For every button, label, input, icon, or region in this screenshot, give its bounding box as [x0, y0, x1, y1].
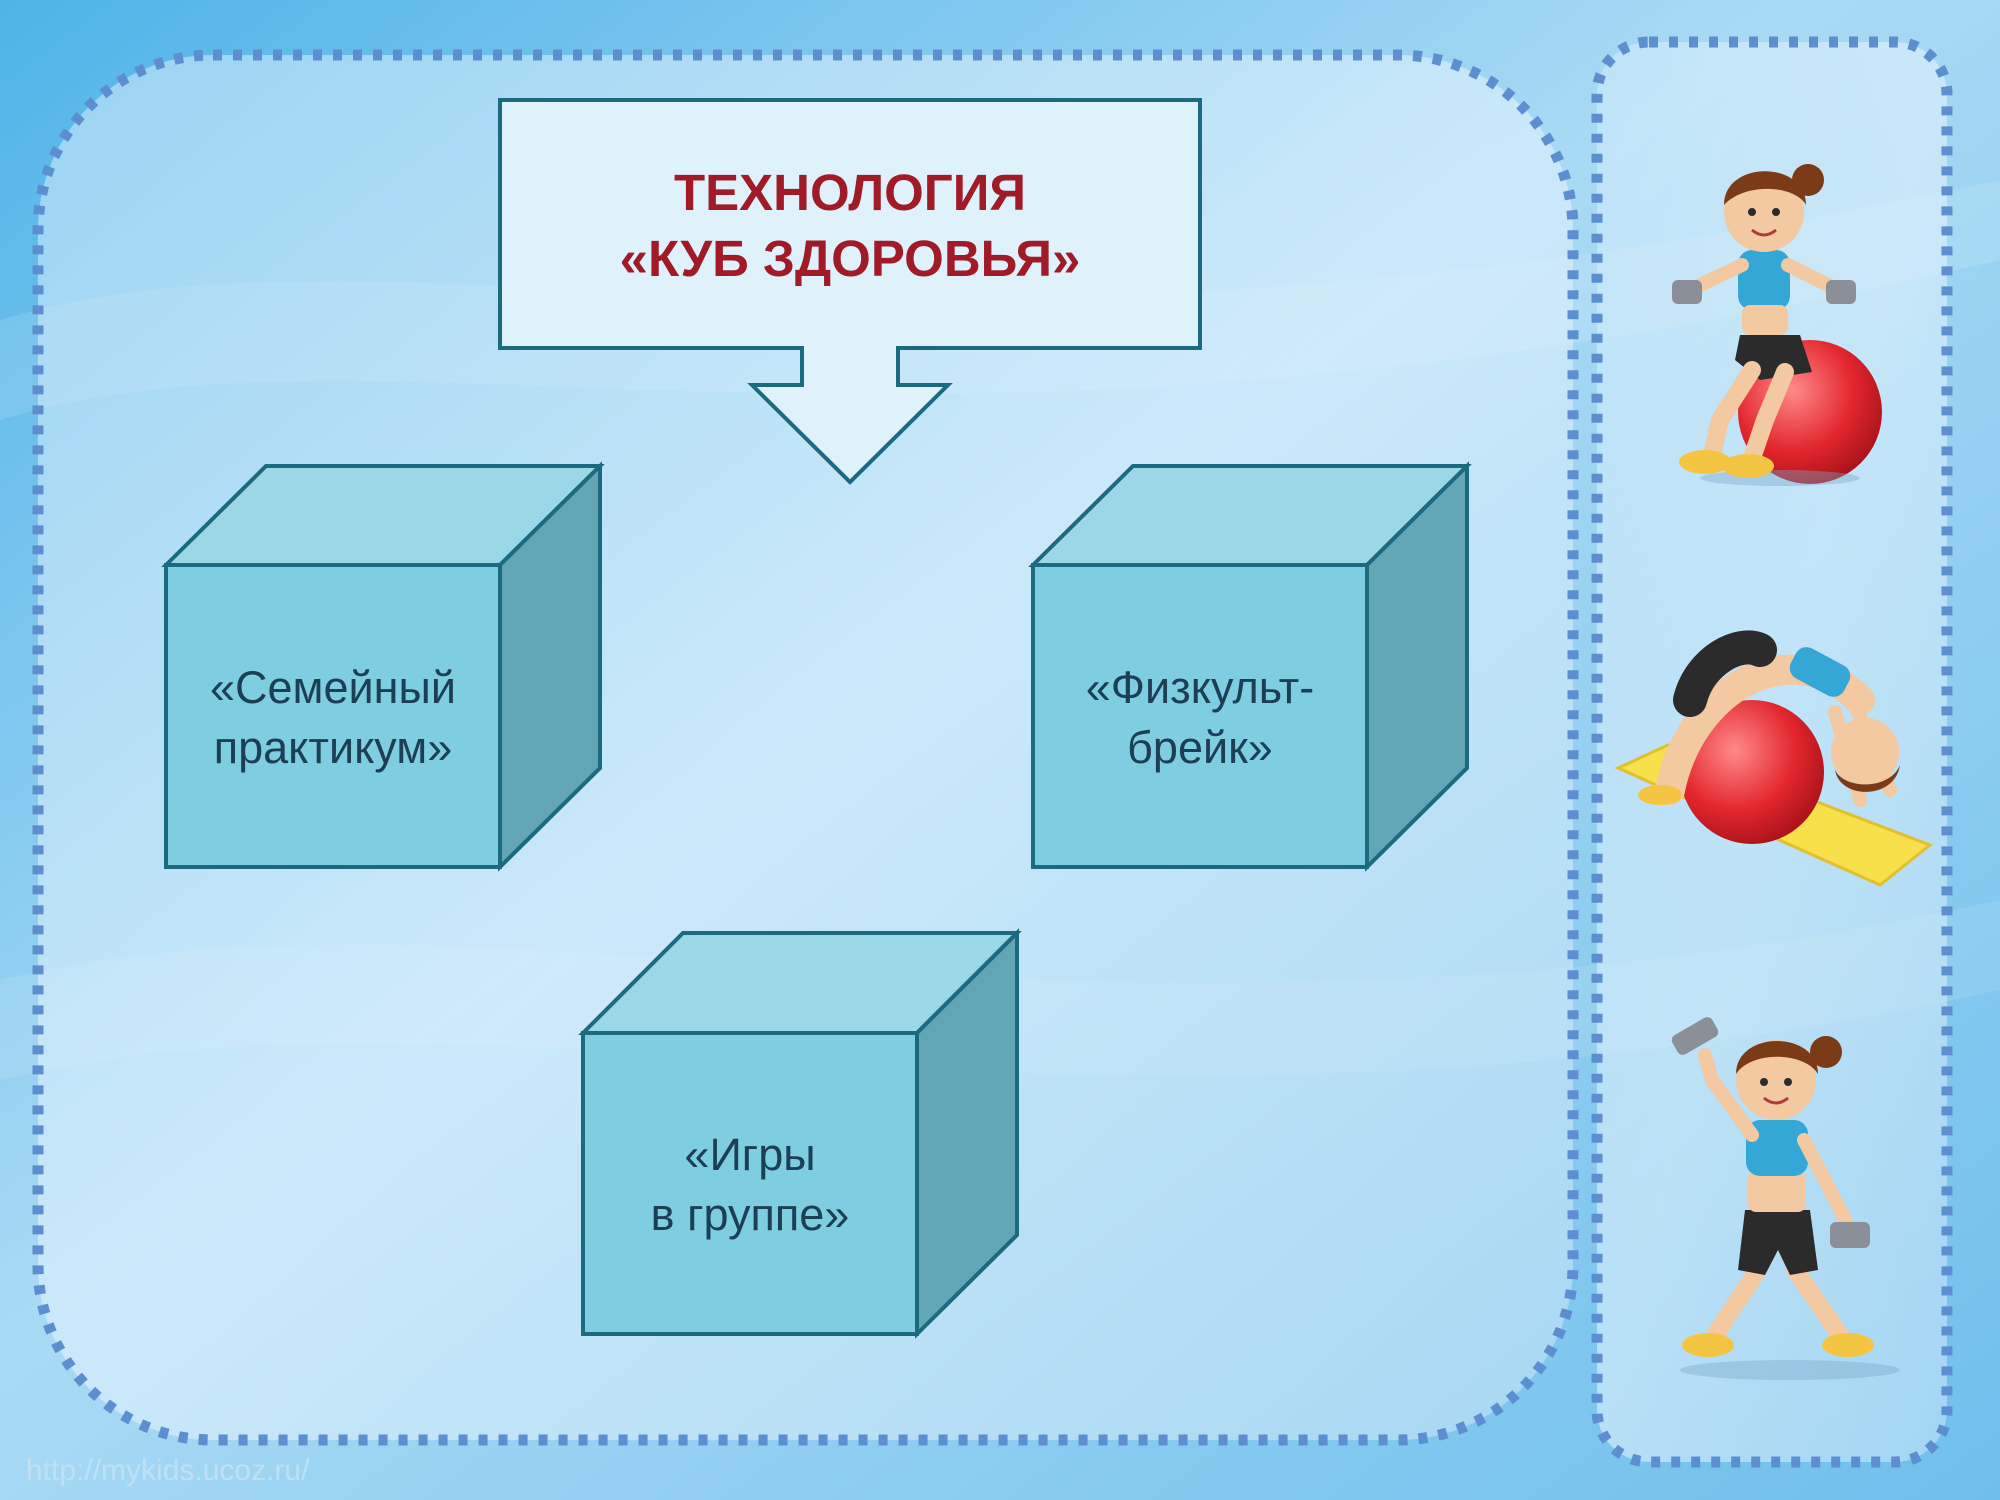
cube-fitness-break: [1028, 461, 1472, 872]
watermark-url: http://mykids.ucoz.ru/: [26, 1454, 310, 1487]
slide-title-line-1: ТЕХНОЛОГИЯ: [673, 164, 1027, 221]
cube-label-line-1: «Семейный: [210, 662, 456, 713]
girl-lifting-dumbbells-icon: [1671, 1017, 1900, 1380]
cube-group-games-label: «Игры в группе»: [583, 1125, 917, 1245]
slide-title: ТЕХНОЛОГИЯ «КУБ ЗДОРОВЬЯ»: [500, 160, 1200, 292]
cube-group-games: [578, 928, 1022, 1339]
cube-label-line-2: в группе»: [650, 1189, 850, 1240]
main-panel: [38, 55, 1573, 1440]
cube-label-line-2: практикум»: [213, 722, 453, 773]
title-callout-box: [498, 98, 1202, 485]
cube-family-workshop-label: «Семейный практикум»: [166, 658, 500, 778]
cube-label-line-1: «Физкульт-: [1085, 662, 1315, 713]
side-panel-dotted-frame: [1591, 36, 1953, 1468]
cube-family-workshop: [161, 461, 605, 872]
girl-bridge-over-ball-icon: [1614, 630, 1933, 887]
cube-fitness-break-label: «Физкульт- брейк»: [1033, 658, 1367, 778]
girl-on-ball-with-dumbbells-icon: [1672, 164, 1882, 486]
cube-label-line-2: брейк»: [1127, 722, 1273, 773]
main-panel-dotted-frame: [32, 49, 1579, 1446]
cube-label-line-1: «Игры: [684, 1129, 816, 1180]
slide-title-line-2: «КУБ ЗДОРОВЬЯ»: [619, 230, 1081, 287]
